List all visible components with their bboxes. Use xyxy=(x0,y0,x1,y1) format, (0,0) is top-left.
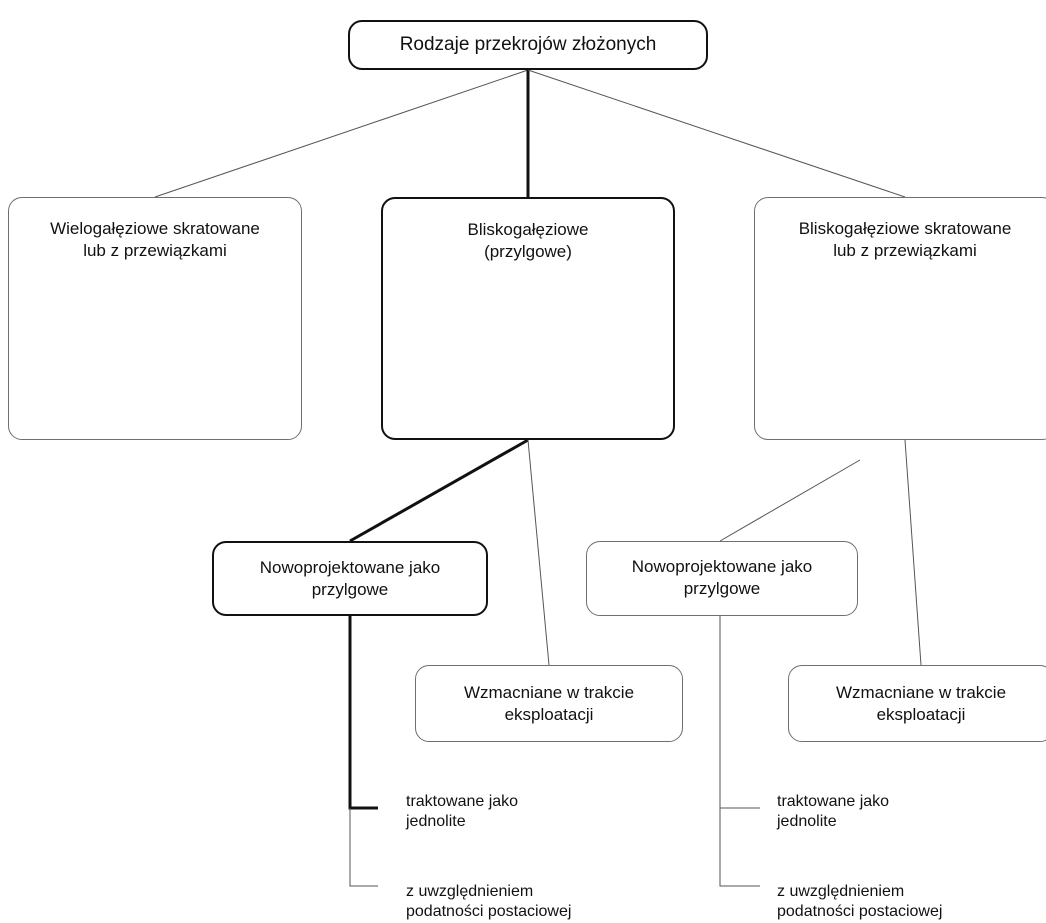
connector-right-new xyxy=(719,459,861,542)
root-node: Rodzaje przekrojów złożonych xyxy=(348,20,708,70)
connector-center-new xyxy=(349,438,529,543)
category-multibranch-line1: Wielogałęziowe skratowane xyxy=(50,219,260,238)
category-close-laced-line1: Bliskogałęziowe skratowane xyxy=(798,219,1012,238)
right-leaf-shear-line2: podatności postaciowej xyxy=(777,903,943,920)
left-leaf-uniform-line1: traktowane jako xyxy=(406,793,519,810)
connector-root-right xyxy=(527,69,906,198)
right-leaf-shear: z uwzględnieniem podatności postaciowej xyxy=(777,882,942,922)
category-multibranch-line2: lub z przewiązkami xyxy=(83,241,227,260)
right-new-design-line2: przylgowe xyxy=(683,579,761,598)
right-new-design-node: Nowoprojektowane jako przylgowe xyxy=(586,541,858,616)
left-reinforced-line2: eksploatacji xyxy=(504,705,594,724)
category-multibranch: Wielogałęziowe skratowane lub z przewiąz… xyxy=(8,197,302,440)
left-new-design-node: Nowoprojektowane jako przylgowe xyxy=(212,541,488,616)
category-close-branch: Bliskogałęziowe (przylgowe) xyxy=(381,197,675,440)
right-reinforced-line1: Wzmacniane w trakcie xyxy=(835,683,1007,702)
left-leaf-shear: z uwzględnieniem podatności postaciowej xyxy=(406,882,571,922)
category-close-branch-line1: Bliskogałęziowe xyxy=(467,220,589,239)
left-leaf-uniform-line2: jednolite xyxy=(406,813,466,830)
category-close-branch-line2: (przylgowe) xyxy=(484,242,572,261)
right-leaf-uniform: traktowane jako jednolite xyxy=(777,792,889,832)
root-title: Rodzaje przekrojów złożonych xyxy=(399,34,657,55)
left-leaf-shear-line2: podatności postaciowej xyxy=(406,903,572,920)
category-close-laced: Bliskogałęziowe skratowane lub z przewią… xyxy=(754,197,1046,440)
connector-center-reinforced xyxy=(527,439,550,666)
right-leaf-uniform-line2: jednolite xyxy=(777,813,837,830)
left-leaf-uniform: traktowane jako jednolite xyxy=(406,792,518,832)
right-leaf-shear-line1: z uwzględnieniem xyxy=(777,883,905,900)
left-new-design-line1: Nowoprojektowane jako xyxy=(259,558,441,577)
left-leaf-shear-line1: z uwzględnieniem xyxy=(406,883,534,900)
right-new-design-line1: Nowoprojektowane jako xyxy=(631,557,813,576)
connector-root-left xyxy=(154,69,529,198)
left-new-design-line2: przylgowe xyxy=(311,580,389,599)
connector-left-leaf2 xyxy=(349,808,378,887)
right-leaf-uniform-line1: traktowane jako xyxy=(777,793,890,810)
connector-left-leaf1 xyxy=(348,616,378,810)
left-reinforced-node: Wzmacniane w trakcie eksploatacji xyxy=(415,665,683,742)
left-reinforced-line1: Wzmacniane w trakcie xyxy=(463,683,635,702)
connector-right-reinforced xyxy=(904,439,922,666)
connector-right-leaf1 xyxy=(719,616,760,809)
connector-right-leaf2 xyxy=(719,808,760,887)
right-reinforced-line2: eksploatacji xyxy=(876,705,966,724)
right-reinforced-node: Wzmacniane w trakcie eksploatacji xyxy=(788,665,1046,742)
category-close-laced-line2: lub z przewiązkami xyxy=(833,241,977,260)
